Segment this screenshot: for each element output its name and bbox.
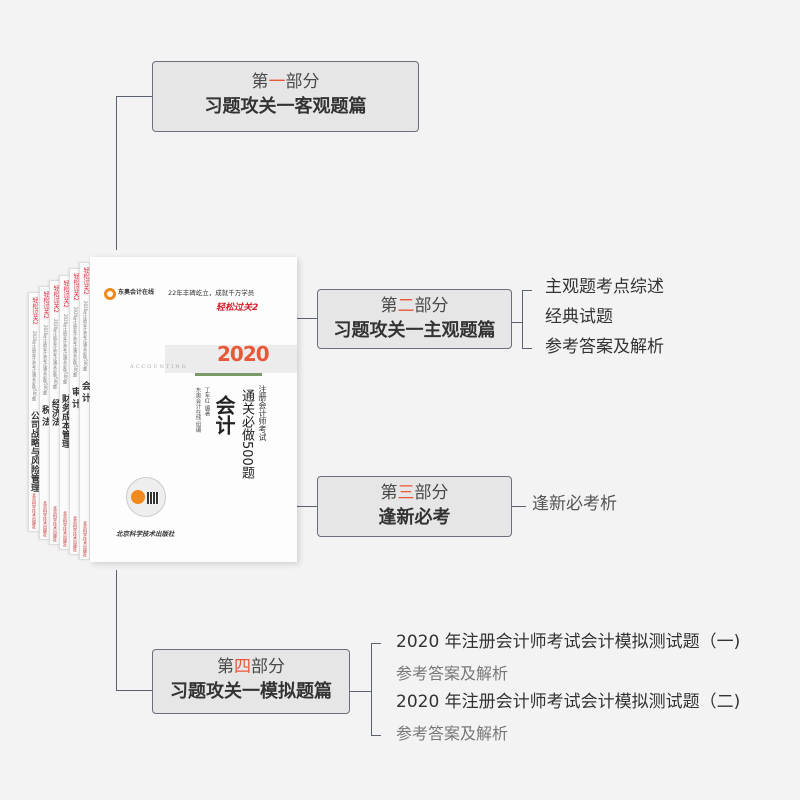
exam-label: 注册会计师考试 [258,385,267,441]
bracket [371,643,381,644]
book-cover: 东奥会计在线 22年丰碑屹立，成就千万学员 轻松过关2 2020 ACCOUNT… [90,257,297,562]
list-item: 逢新必考析 [532,494,617,514]
part-title: 习题攻关一模拟题篇 [170,681,332,702]
book-title: 通关必做500题 [239,389,254,479]
list-item: 参考答案及解析 [396,724,509,743]
connector [116,96,153,97]
series-label: 轻松过关2 [216,303,259,313]
part-2-box: 第二部分 习题攻关一主观题篇 [317,289,512,349]
bracket [522,290,532,291]
connector [297,506,318,507]
connector [297,318,318,319]
qr-code-icon [147,492,159,504]
part-label: 第四部分 [217,657,285,677]
part-title: 习题攻关一客观题篇 [204,96,367,117]
connector [350,691,372,692]
year-label: 2020 [217,342,270,366]
list-item: 经典试题 [545,307,613,327]
year-band [165,345,297,373]
author: 丁军红 编著 [203,387,210,417]
english-label: ACCOUNTING [130,364,188,370]
list-item: 2020 年注册会计师考试会计模拟测试题（二) [396,692,741,712]
list-item: 主观题考点综述 [545,277,664,297]
part-title: 逢新必考 [378,507,451,528]
part-label: 第三部分 [380,483,449,503]
part-1-box: 第一部分 习题攻关一客观题篇 [152,61,419,132]
mascot-icon [131,490,145,504]
part-label: 第二部分 [380,296,449,316]
part-label: 第一部分 [251,72,320,92]
list-item: 参考答案及解析 [545,337,664,357]
list-item: 参考答案及解析 [396,664,509,683]
bracket [371,735,381,736]
logo-text: 东奥会计在线 [118,289,155,296]
connector [116,570,117,691]
connector [116,96,117,250]
connector [512,322,523,323]
book-subject: 会计 [212,395,236,435]
green-rule [195,373,262,376]
bracket [522,348,532,349]
publisher: 北京科学技术出版社 [116,530,175,538]
qr-sticker [126,477,166,517]
bracket [371,643,372,736]
connector [116,690,153,691]
list-item: 2020 年注册会计师考试会计模拟测试题（一) [396,632,741,652]
part-3-box: 第三部分 逢新必考 [317,476,512,537]
part-title: 习题攻关一主观题篇 [333,320,496,341]
connector [512,506,526,507]
part-4-box: 第四部分 习题攻关一模拟题篇 [152,649,350,714]
logo-icon [104,288,116,300]
editor: 东奥会计在线 组编 [194,387,201,433]
slogan: 22年丰碑屹立，成就千万学员 [168,289,255,297]
bracket [522,290,523,349]
